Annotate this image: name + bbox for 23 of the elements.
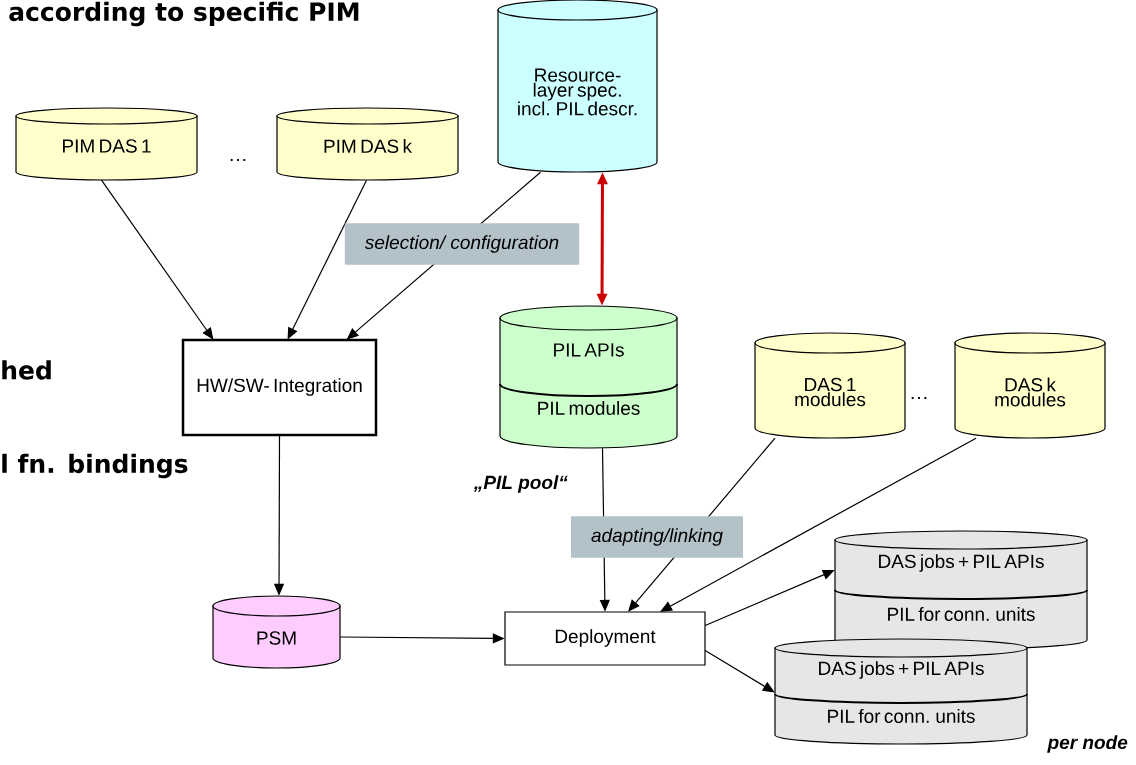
database-cylinder: DAS jobs + PIL APIs PIL for conn. units <box>834 530 1088 650</box>
arrow <box>100 179 214 340</box>
note-text: per node <box>1047 735 1128 753</box>
database-cylinder: PIM DAS 1 <box>15 107 198 181</box>
database-cylinder: DAS jobs + PIL APIs PIL for conn. units <box>774 638 1028 745</box>
edge-label: adapting/linking <box>571 516 743 558</box>
caption-text: „PIL pool“ <box>473 475 568 493</box>
arrow <box>704 649 775 693</box>
database-cylinder: DAS 1 modules <box>754 332 906 439</box>
database-cylinder: DAS k modules <box>954 332 1106 439</box>
body-text: hed <box>2 360 51 380</box>
process-box: Deployment <box>504 611 706 666</box>
database-cylinder: Resource- layer spec. incl. PIL descr. <box>497 0 658 173</box>
ellipsis: … <box>230 158 246 162</box>
body-text: l fn. bindings <box>2 453 188 479</box>
database-cylinder: PIM DAS k <box>276 107 459 181</box>
arrow <box>660 437 977 612</box>
edge-label: selection/ configuration <box>344 223 580 265</box>
process-box: HW/SW- Integration <box>181 338 378 437</box>
database-cylinder: PIL APIs PIL modules <box>499 305 678 449</box>
database-cylinder: PSM <box>212 595 341 669</box>
heading-text: according to specific PIM <box>9 1 359 27</box>
ellipsis: … <box>911 396 927 400</box>
